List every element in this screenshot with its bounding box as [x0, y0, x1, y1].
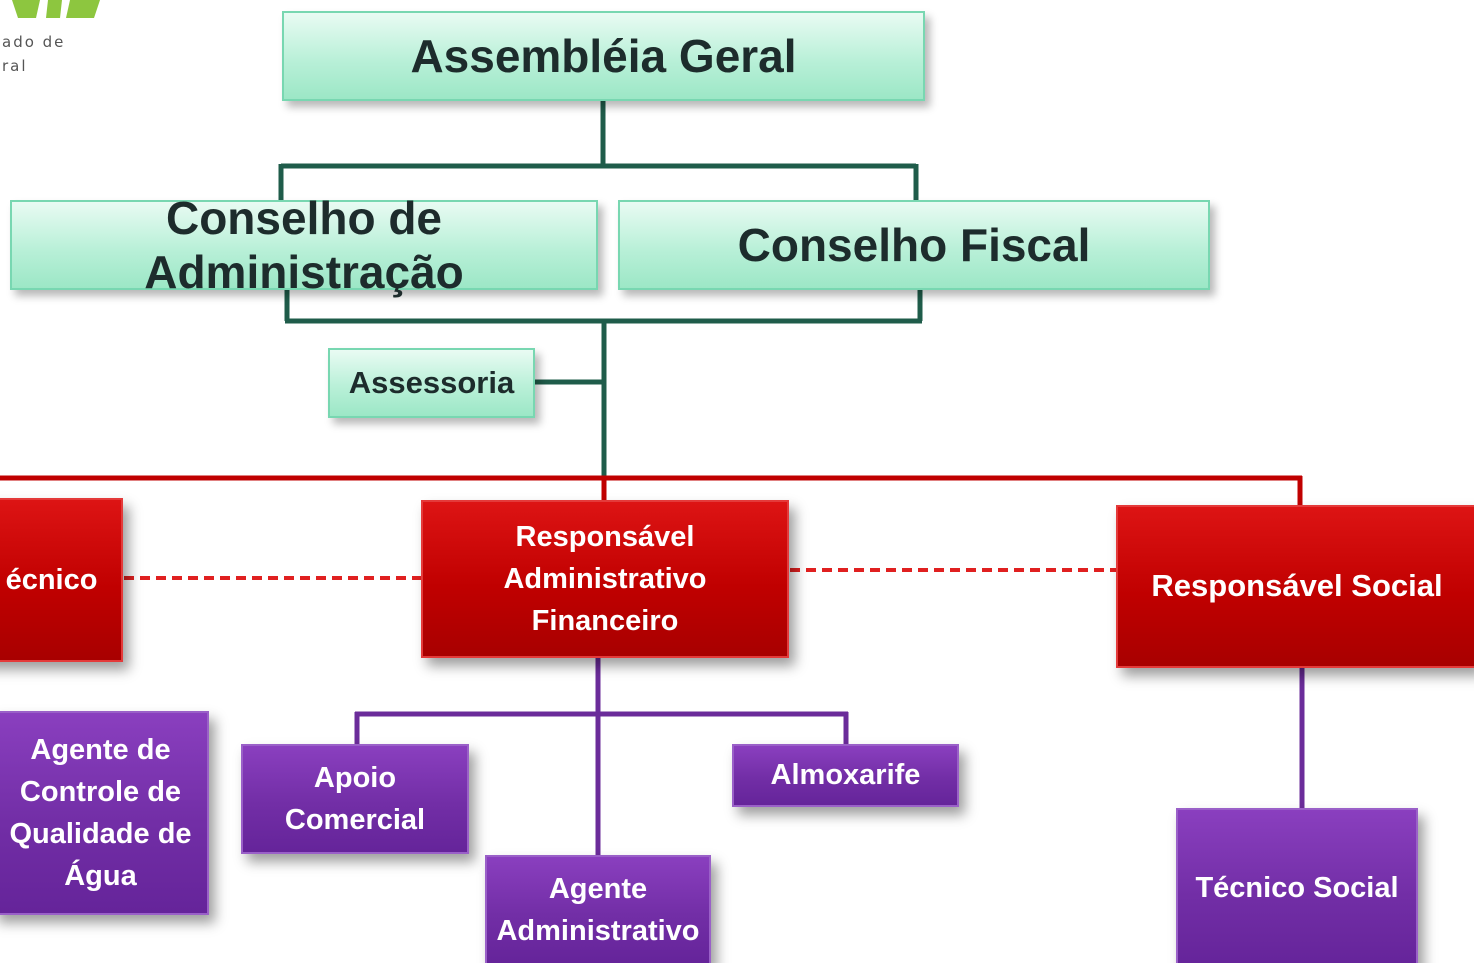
logo-caption: ado de ral — [2, 33, 66, 75]
governance-connectors — [278, 100, 923, 477]
node-agente-controle-qualidade: Agente de Controle de Qualidade de Água — [0, 711, 209, 915]
node-conselho-fiscal: Conselho Fiscal — [618, 200, 1210, 290]
node-tecnico-social: Técnico Social — [1176, 808, 1418, 963]
node-responsavel-tecnico: écnico — [0, 498, 123, 662]
node-responsavel-social: Responsável Social — [1116, 505, 1474, 668]
node-assessoria: Assessoria — [328, 348, 535, 418]
node-apoio-comercial: Apoio Comercial — [241, 744, 469, 854]
node-almoxarife: Almoxarife — [732, 744, 959, 807]
staff-connectors — [354, 658, 1305, 857]
dashed-coordination-lines — [124, 568, 1116, 580]
node-responsavel-administrativo-financeiro: Responsável Administrativo Financeiro — [421, 500, 789, 658]
node-assembleia-geral: Assembléia Geral — [282, 11, 925, 101]
logo-icon — [12, 0, 100, 18]
management-connectors — [0, 475, 1303, 508]
node-conselho-administracao: Conselho de Administração — [10, 192, 598, 298]
node-agente-administrativo: Agente Administrativo — [485, 855, 711, 963]
